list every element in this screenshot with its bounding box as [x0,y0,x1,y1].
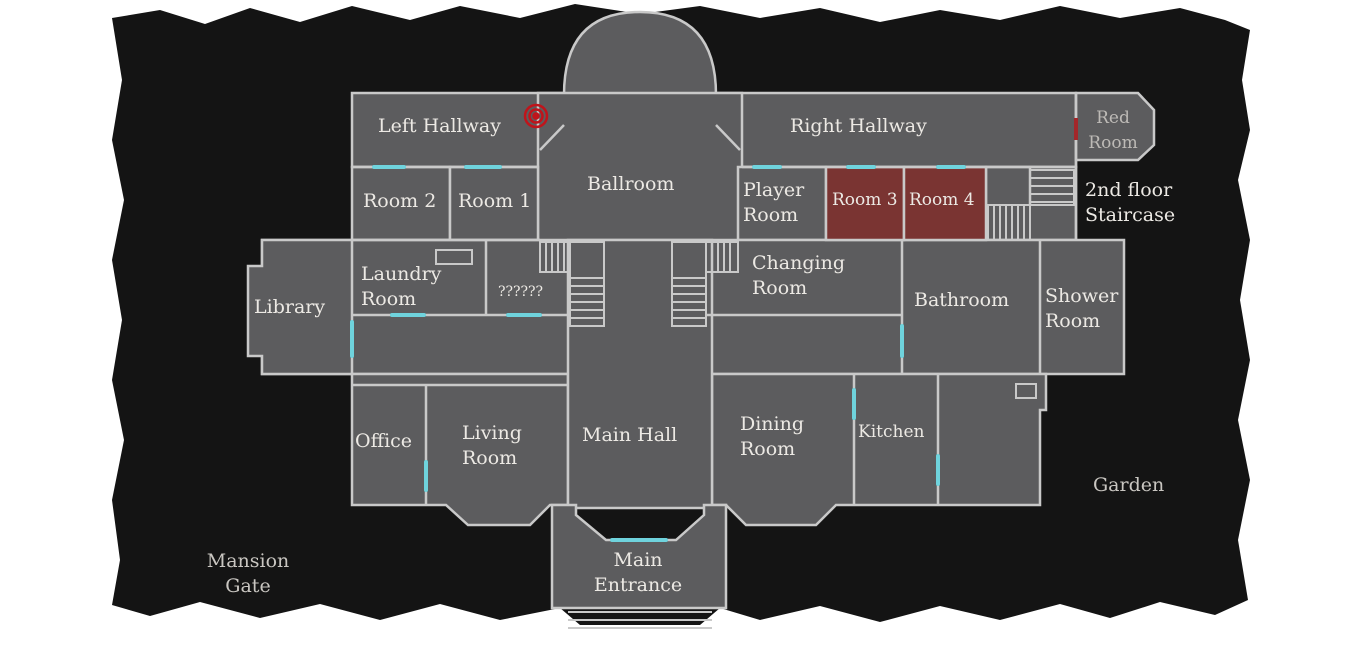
ballroom-dome [562,10,718,97]
target-marker-icon [523,103,549,129]
main-hall-area [566,238,714,510]
room4-area [902,165,988,242]
left-hallway-area [350,91,566,169]
right-hallway-area [714,91,1078,169]
laundry-object-icon [435,249,473,265]
room1-area [448,165,540,242]
stairs [539,169,1075,327]
red-room-area [1074,91,1156,162]
library-area [246,238,354,376]
lower-left-block [350,372,570,527]
floor-plan [246,10,1156,610]
ballroom-area [536,91,744,245]
entrance-steps [568,611,712,629]
room2-area [350,165,452,242]
player-room-area [736,165,828,242]
main-entrance-area [550,503,728,610]
kitchen-object-icon [1015,383,1037,399]
room3-area [824,165,906,242]
doors [350,165,966,542]
lower-right-block [710,372,1048,527]
